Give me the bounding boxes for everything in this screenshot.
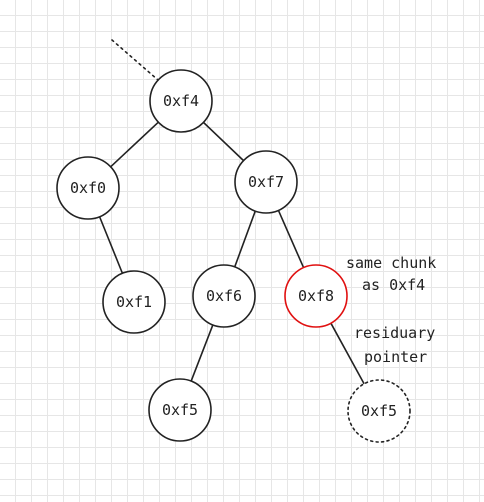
node-f5: 0xf5 (148, 378, 212, 442)
node-f7: 0xf7 (234, 150, 298, 214)
edge-f7-f6 (233, 210, 257, 268)
node-f1: 0xf1 (102, 270, 166, 334)
node-label: 0xf7 (248, 173, 284, 191)
node-circle (149, 69, 213, 133)
node-label: 0xf5 (162, 401, 198, 419)
node-f6: 0xf6 (192, 264, 256, 328)
edge-f6-f5 (190, 324, 214, 382)
node-circle (192, 264, 256, 328)
node-label: 0xf0 (70, 179, 106, 197)
edge-f8-f5_ghost (330, 322, 365, 385)
edge-f4-f0 (110, 121, 159, 168)
annotation-residuary-line2: pointer (364, 348, 427, 366)
root-incoming-pointer (111, 39, 159, 81)
node-label: 0xf8 (298, 287, 334, 305)
edge-f4-f7 (202, 121, 245, 162)
node-label: 0xf4 (163, 92, 199, 110)
node-circle (102, 270, 166, 334)
annotation-residuary-line1: residuary (354, 324, 435, 342)
node-f5-ghost: 0xf5 (347, 379, 411, 443)
node-label: 0xf6 (206, 287, 242, 305)
edge-f7-f8 (277, 210, 305, 268)
edges-layer (98, 121, 365, 385)
edge-f0-f1 (98, 216, 124, 274)
node-circle (148, 378, 212, 442)
annotation-residuary-pointer: residuary pointer (354, 324, 435, 366)
annotation-same-chunk: same chunk as 0xf4 (346, 254, 436, 294)
annotation-same-chunk-line1: same chunk (346, 254, 436, 272)
node-circle (234, 150, 298, 214)
node-circle (347, 379, 411, 443)
annotation-same-chunk-line2: as 0xf4 (362, 276, 425, 294)
node-label: 0xf1 (116, 293, 152, 311)
node-circle (56, 156, 120, 220)
node-f0: 0xf0 (56, 156, 120, 220)
nodes-layer: 0xf4 0xf0 0xf7 0xf1 0xf6 0xf8 0xf5 0xf5 (56, 69, 411, 443)
node-f4: 0xf4 (149, 69, 213, 133)
node-circle (284, 264, 348, 328)
node-label: 0xf5 (361, 402, 397, 420)
node-f8: 0xf8 (284, 264, 348, 328)
